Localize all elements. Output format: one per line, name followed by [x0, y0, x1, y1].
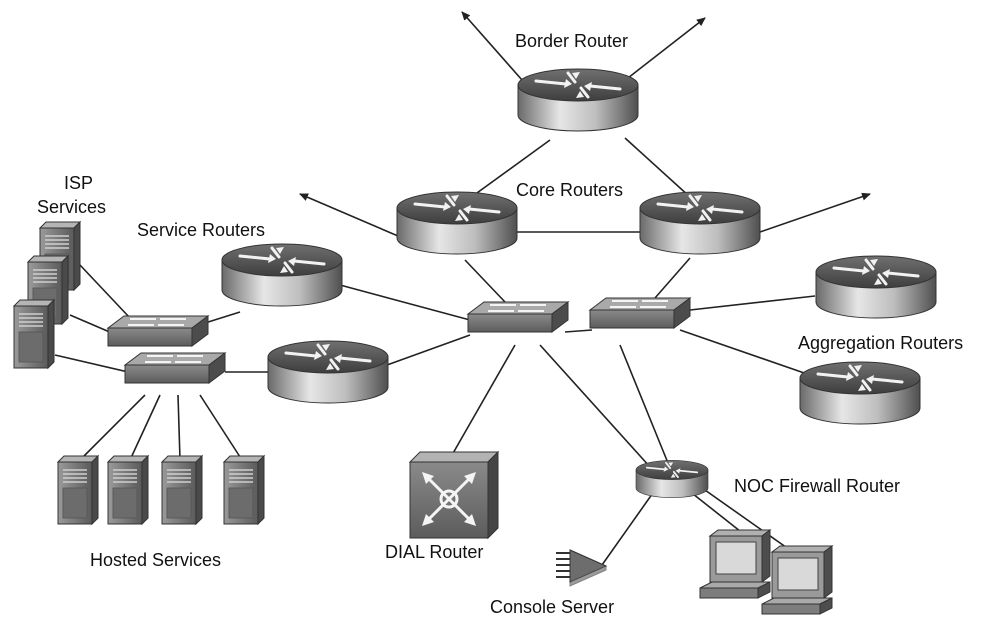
- link-isp-server3: [54, 354, 129, 373]
- link-core-switch: [464, 259, 506, 303]
- arrow-border-right: [627, 17, 706, 79]
- core-routers-label: Core Routers: [516, 180, 623, 200]
- link-hosted-1: [79, 394, 146, 461]
- link-border-core-right: [624, 137, 691, 198]
- link-agg-router1: [689, 295, 816, 311]
- link-agg-switch-noc: [619, 344, 669, 464]
- arrow-border-left: [461, 11, 523, 81]
- noc-workstation-1-icon: [699, 529, 771, 599]
- core-router-left-icon: [395, 190, 519, 256]
- link-noc-workstation2: [694, 482, 791, 551]
- hosted-server-3-icon: [161, 455, 203, 525]
- isp-services-label-line1: ISP: [64, 173, 93, 193]
- hosted-server-2-icon: [107, 455, 149, 525]
- service-router-bottom-icon: [266, 339, 390, 405]
- link-hosted-3: [177, 394, 181, 461]
- link-service-router-switch: [339, 284, 471, 321]
- link-service-router2-switch: [386, 334, 471, 366]
- link-noc-console: [601, 489, 656, 566]
- aggregation-routers-label: Aggregation Routers: [798, 333, 963, 353]
- links: [54, 137, 816, 566]
- isp-server-3-icon: [13, 299, 55, 369]
- hosted-switch-icon: [124, 352, 226, 384]
- core-switch-icon: [467, 301, 569, 333]
- link-isp-server2: [69, 314, 113, 334]
- noc-workstation-2-icon: [761, 545, 833, 615]
- console-server-icon: [556, 549, 608, 587]
- link-service-router-left-switch: [204, 311, 241, 324]
- aggregation-router-bottom-icon: [798, 360, 922, 426]
- border-router-label: Border Router: [515, 31, 628, 51]
- link-isp-server1: [79, 264, 131, 319]
- link-switch-switch: [564, 329, 593, 333]
- dial-router-icon: [408, 450, 500, 540]
- console-server-label: Console Server: [490, 597, 614, 617]
- link-noc-workstation: [687, 489, 746, 536]
- arrow-core-left: [299, 193, 399, 237]
- core-router-right-icon: [638, 190, 762, 256]
- link-switch-noc: [539, 344, 651, 468]
- link-agg-router2: [679, 329, 811, 376]
- isp-services-label-line2: Services: [37, 197, 106, 217]
- link-border-core-left: [469, 139, 551, 199]
- hosted-server-4-icon: [223, 455, 265, 525]
- arrows: [299, 11, 871, 237]
- noc-firewall-router-label: NOC Firewall Router: [734, 476, 900, 496]
- arrow-core-right: [759, 192, 871, 233]
- service-router-top-icon: [220, 242, 344, 308]
- aggregation-switch-icon: [589, 297, 691, 329]
- dial-router-label: DIAL Router: [385, 542, 483, 562]
- link-hosted-2: [129, 394, 161, 461]
- isp-switch-icon: [107, 315, 209, 347]
- border-router-icon: [516, 67, 640, 133]
- aggregation-router-top-icon: [814, 254, 938, 320]
- hosted-services-label: Hosted Services: [90, 550, 221, 570]
- link-core-agg-switch: [654, 257, 691, 299]
- service-routers-label: Service Routers: [137, 220, 265, 240]
- link-hosted-4: [199, 394, 243, 461]
- link-switch-dial: [451, 344, 516, 456]
- hosted-server-1-icon: [57, 455, 99, 525]
- noc-firewall-router-icon: [635, 459, 709, 499]
